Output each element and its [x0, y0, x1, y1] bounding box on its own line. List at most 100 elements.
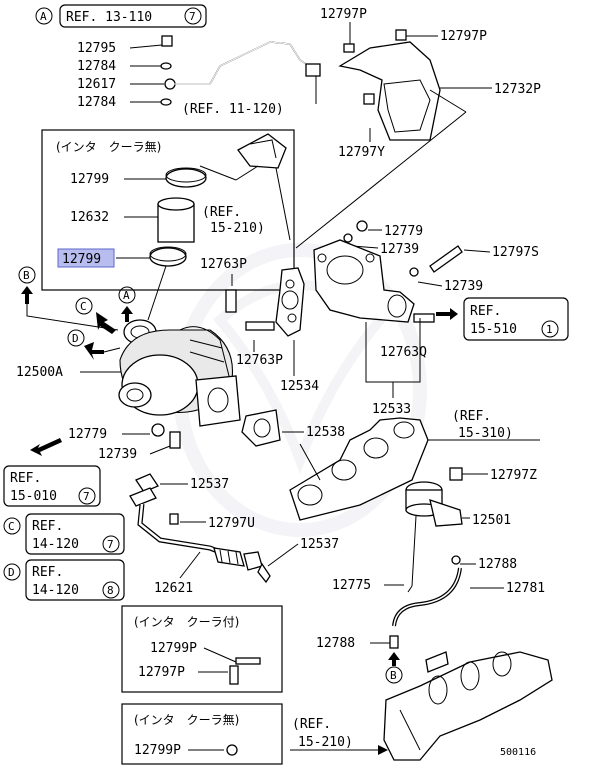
- svg-text:B: B: [23, 269, 30, 282]
- svg-text:(REF.: (REF.: [292, 717, 331, 732]
- part-12797y[interactable]: 12797Y: [338, 145, 385, 160]
- svg-text:(REF. 11-120): (REF. 11-120): [182, 102, 284, 117]
- ref-15-010[interactable]: REF. 15-010 7: [3, 465, 101, 507]
- marker-d[interactable]: D: [67, 329, 121, 360]
- svg-text:(インタ クーラ無): (インタ クーラ無): [56, 139, 161, 154]
- exhaust-fitting-12533: [313, 220, 491, 323]
- svg-text:A: A: [40, 10, 47, 23]
- part-12788[interactable]: 12788: [478, 557, 517, 572]
- box-no-intercooler: (インタ クーラ無): [41, 129, 295, 291]
- part-12732p[interactable]: 12732P: [494, 82, 541, 97]
- marker-a[interactable]: A: [118, 286, 136, 322]
- part-12779[interactable]: 12779: [68, 427, 107, 442]
- part-12763p[interactable]: 12763P: [236, 353, 283, 368]
- part-12775[interactable]: 12775: [332, 578, 371, 593]
- part-12763p[interactable]: 12763P: [200, 257, 247, 272]
- part-12739[interactable]: 12739: [380, 242, 419, 257]
- ref-15-210-bottom[interactable]: (REF. 15-210): [290, 717, 388, 755]
- ref-14-120-d[interactable]: D REF. 14-120 8: [3, 559, 125, 601]
- marker-b-bottom[interactable]: B: [385, 666, 403, 684]
- svg-text:15-310): 15-310): [458, 426, 513, 441]
- part-12533[interactable]: 12533: [372, 402, 411, 417]
- part-12500a[interactable]: 12500A: [16, 365, 63, 380]
- svg-text:14-120: 14-120: [32, 583, 79, 598]
- svg-text:1: 1: [546, 323, 553, 336]
- part-12797u[interactable]: 12797U: [208, 516, 255, 531]
- part-12621[interactable]: 12621: [154, 581, 193, 596]
- svg-text:B: B: [390, 669, 397, 682]
- ref-13-110[interactable]: A REF. 13-110 7: [35, 4, 207, 28]
- svg-text:12799: 12799: [62, 252, 101, 267]
- intake-manifold: [383, 651, 553, 761]
- part-12763q[interactable]: 12763Q: [380, 345, 427, 360]
- part-12795[interactable]: 12795: [77, 41, 116, 56]
- heat-protector: [295, 22, 492, 249]
- svg-text:7: 7: [107, 538, 114, 551]
- part-12537[interactable]: 12537: [190, 477, 229, 492]
- part-12788[interactable]: 12788: [316, 636, 355, 651]
- ref-15-210[interactable]: (REF. 15-210): [202, 205, 265, 236]
- part-12739[interactable]: 12739: [98, 447, 137, 462]
- ref-14-120-c[interactable]: C REF. 14-120 7: [3, 513, 125, 555]
- part-12799[interactable]: 12799: [70, 172, 109, 187]
- svg-text:(REF.: (REF.: [202, 205, 241, 220]
- svg-text:15-210): 15-210): [298, 735, 353, 750]
- gasket-12538: [241, 409, 321, 481]
- svg-text:C: C: [8, 520, 15, 533]
- part-12501[interactable]: 12501: [472, 513, 511, 528]
- part-12799p[interactable]: 12799P: [134, 743, 181, 758]
- part-12534[interactable]: 12534: [280, 379, 319, 394]
- oil-return-pipe-12621: [129, 473, 299, 584]
- svg-text:D: D: [8, 566, 15, 579]
- box-no-intercooler-bottom: (インタ クーラ無): [121, 703, 283, 765]
- part-12781[interactable]: 12781: [506, 581, 545, 596]
- highlighted-part-12799[interactable]: 12799: [57, 248, 115, 268]
- svg-text:(インタ クーラ無): (インタ クーラ無): [134, 712, 239, 727]
- part-12797p[interactable]: 12797P: [138, 665, 185, 680]
- nut-12799p: [188, 744, 238, 756]
- svg-text:REF.: REF.: [10, 471, 41, 486]
- part-12779[interactable]: 12779: [384, 224, 423, 239]
- svg-text:C: C: [80, 300, 87, 313]
- bracket-12533: [365, 318, 421, 398]
- part-12617[interactable]: 12617: [77, 77, 116, 92]
- marker-b[interactable]: B: [18, 266, 119, 331]
- svg-text:REF.: REF.: [32, 519, 63, 534]
- svg-text:15-510: 15-510: [470, 322, 517, 337]
- leader-lines-oil-pipe: [129, 44, 164, 103]
- part-12537[interactable]: 12537: [300, 537, 339, 552]
- svg-text:7: 7: [189, 10, 196, 23]
- part-12797p[interactable]: 12797P: [320, 7, 367, 22]
- svg-text:REF.: REF.: [470, 304, 501, 319]
- part-12784[interactable]: 12784: [77, 59, 116, 74]
- svg-text:15-210): 15-210): [210, 221, 265, 236]
- intercooler-hose-parts: [116, 133, 291, 321]
- svg-text:8: 8: [107, 584, 114, 597]
- svg-text:7: 7: [83, 490, 90, 503]
- part-12538[interactable]: 12538: [306, 425, 345, 440]
- part-12799p[interactable]: 12799P: [150, 641, 197, 656]
- part-12632[interactable]: 12632: [70, 210, 109, 225]
- svg-text:(インタ クーラ付): (インタ クーラ付): [134, 615, 239, 629]
- svg-text:15-010: 15-010: [10, 489, 57, 504]
- part-12797s[interactable]: 12797S: [492, 245, 539, 260]
- svg-text:D: D: [72, 332, 79, 345]
- bolt-clamp-12799p: [198, 647, 261, 685]
- ref-15-510[interactable]: REF. 15-510 1: [463, 297, 569, 341]
- diagram-code: 500116: [500, 747, 536, 758]
- marker-c[interactable]: C: [75, 297, 116, 334]
- part-12784[interactable]: 12784: [77, 95, 116, 110]
- box-with-intercooler: (インタ クーラ付): [121, 605, 283, 693]
- hose-clamp-to-b: [370, 635, 400, 666]
- svg-text:REF.: REF.: [32, 565, 63, 580]
- part-12797z[interactable]: 12797Z: [490, 468, 537, 483]
- exhaust-manifold: [289, 417, 429, 521]
- part-12739[interactable]: 12739: [444, 279, 483, 294]
- ref-15-310[interactable]: (REF. 15-310): [426, 409, 540, 441]
- ref-11-120[interactable]: (REF. 11-120): [182, 76, 317, 117]
- wastegate-actuator-12501: [384, 467, 504, 627]
- svg-text:REF. 13-110: REF. 13-110: [66, 10, 152, 25]
- svg-text:(REF.: (REF.: [452, 409, 491, 424]
- part-12797p[interactable]: 12797P: [440, 29, 487, 44]
